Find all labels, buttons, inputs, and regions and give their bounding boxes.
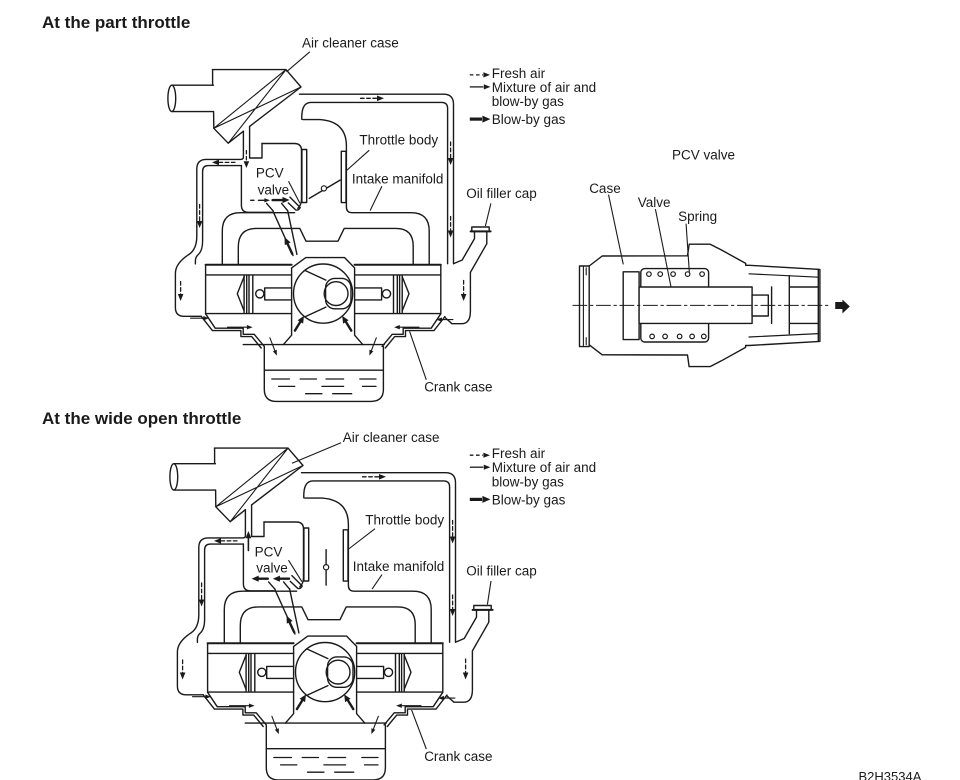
diagram-part-throttle: At the part throttle [42,13,596,403]
leader-case [608,194,624,265]
label-oil-filler: Oil filler cap [466,563,537,578]
leader-spring [685,223,690,273]
valve-inlet-flange [578,265,590,348]
legend-mixture-2: blow-by gas [492,94,564,109]
branch-flow-down [243,149,250,168]
diagram-wide-open-throttle: At the wide open throttle [42,409,596,780]
legend-blow-by: Blow-by gas [492,493,566,508]
valve-inlet-ticks [582,265,587,348]
label-case: Case [589,181,621,196]
legend-fresh-air: Fresh air [492,446,546,461]
branch-flow-up [245,531,252,552]
legend-blow-by: Blow-by gas [492,112,566,127]
leader-pcv-valve [288,180,301,204]
rocker-flow-left [251,575,291,582]
label-air-cleaner: Air cleaner case [302,36,399,51]
legend-mixture-2: blow-by gas [492,475,564,490]
label-throttle-body: Throttle body [365,512,444,527]
section-heading: At the wide open throttle [42,409,241,428]
label-spring: Spring [678,209,717,224]
valve-case-outline [588,243,821,368]
legend-mixture-1: Mixture of air and [492,460,596,475]
label-pcv-2: valve [256,561,288,576]
valve-detail-title: PCV valve [672,148,735,163]
figure-code: B2H3534A [859,769,922,780]
throttle-shaft [322,563,330,571]
label-oil-filler: Oil filler cap [466,186,537,201]
legend-wide-open: Fresh air Mixture of air and blow-by gas… [469,446,596,508]
leader-valve [654,209,674,299]
label-throttle-body: Throttle body [359,133,438,148]
label-crank-case: Crank case [424,380,492,395]
spring-coils [646,271,707,340]
valve-outlet-arrow [835,299,850,314]
leader-air-cleaner [291,442,342,464]
section-heading: At the part throttle [42,13,190,32]
leader-oil-filler [486,580,492,605]
leader-crank-case [411,709,427,750]
rocker-flow-right [249,196,290,204]
leader-oil-filler [484,203,492,227]
leader-air-cleaner [286,51,311,73]
leader-throttle-body [347,528,376,550]
leader-throttle-body [345,149,370,172]
leader-crank-case [409,331,427,380]
legend-fresh-air: Fresh air [492,66,546,81]
legend-part-throttle: Fresh air Mixture of air and blow-by gas… [469,66,596,127]
leader-intake-manifold [371,574,383,590]
pcv-valve-detail: PCV valve [572,148,850,368]
leader-pcv-valve [288,559,303,582]
valve-case-inner-lines [748,273,819,338]
label-valve: Valve [638,195,671,210]
label-intake-manifold: Intake manifold [353,559,445,574]
label-pcv-2: valve [258,182,290,197]
label-pcv-1: PCV [255,544,283,559]
label-air-cleaner: Air cleaner case [343,430,440,445]
throttle-shaft [320,185,328,192]
label-crank-case: Crank case [424,749,492,764]
leader-intake-manifold [369,185,383,211]
label-pcv-1: PCV [256,166,284,181]
legend-mixture-1: Mixture of air and [492,80,596,95]
label-intake-manifold: Intake manifold [352,172,444,187]
